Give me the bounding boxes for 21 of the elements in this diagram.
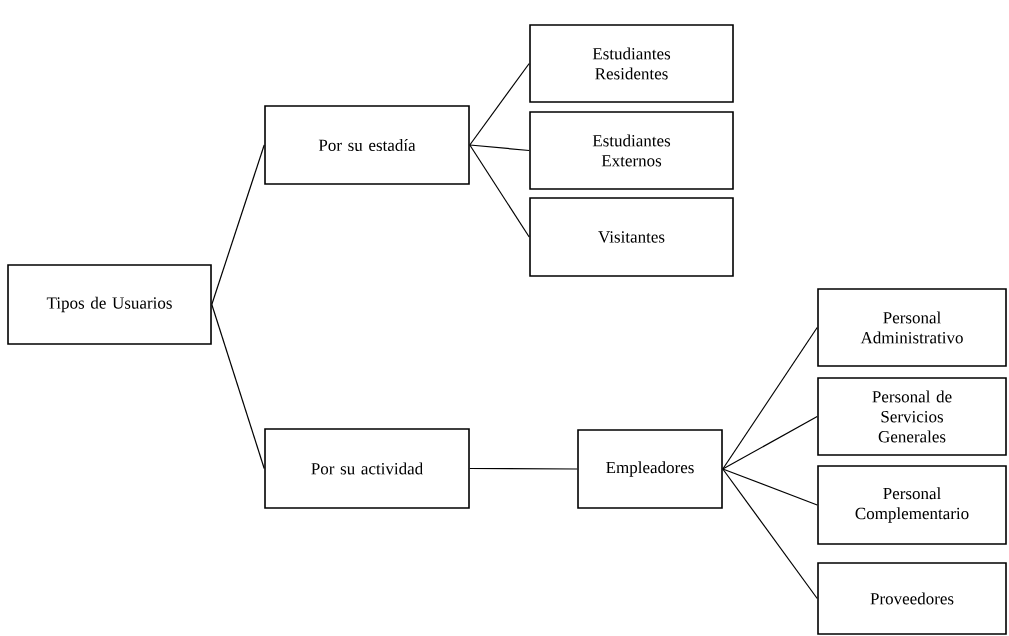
connector-line [722, 415, 818, 470]
connector-line [211, 303, 265, 470]
tree-box: Personal Administrativo [817, 288, 1007, 367]
connector-line [722, 468, 818, 600]
tree-box: Estudiantes Residentes [529, 24, 734, 103]
connector-line [722, 326, 818, 470]
tree-box: Proveedores [817, 562, 1007, 635]
tree-box: Visitantes [529, 197, 734, 277]
connector-line [469, 467, 578, 470]
connector-line [469, 62, 530, 146]
tree-box: Empleadores [577, 429, 723, 509]
tree-box: Personal Complementario [817, 465, 1007, 545]
connector-line [722, 468, 818, 506]
tree-box: Tipos de Usuarios [7, 264, 212, 345]
tree-box: Estudiantes Externos [529, 111, 734, 190]
tree-box: Por su estadía [264, 105, 470, 185]
connector-line [469, 144, 530, 152]
connector-line [211, 144, 265, 306]
tree-box: Personal de Servicios Generales [817, 377, 1007, 456]
tree-box: Por su actividad [264, 428, 470, 509]
connector-line [469, 144, 530, 238]
